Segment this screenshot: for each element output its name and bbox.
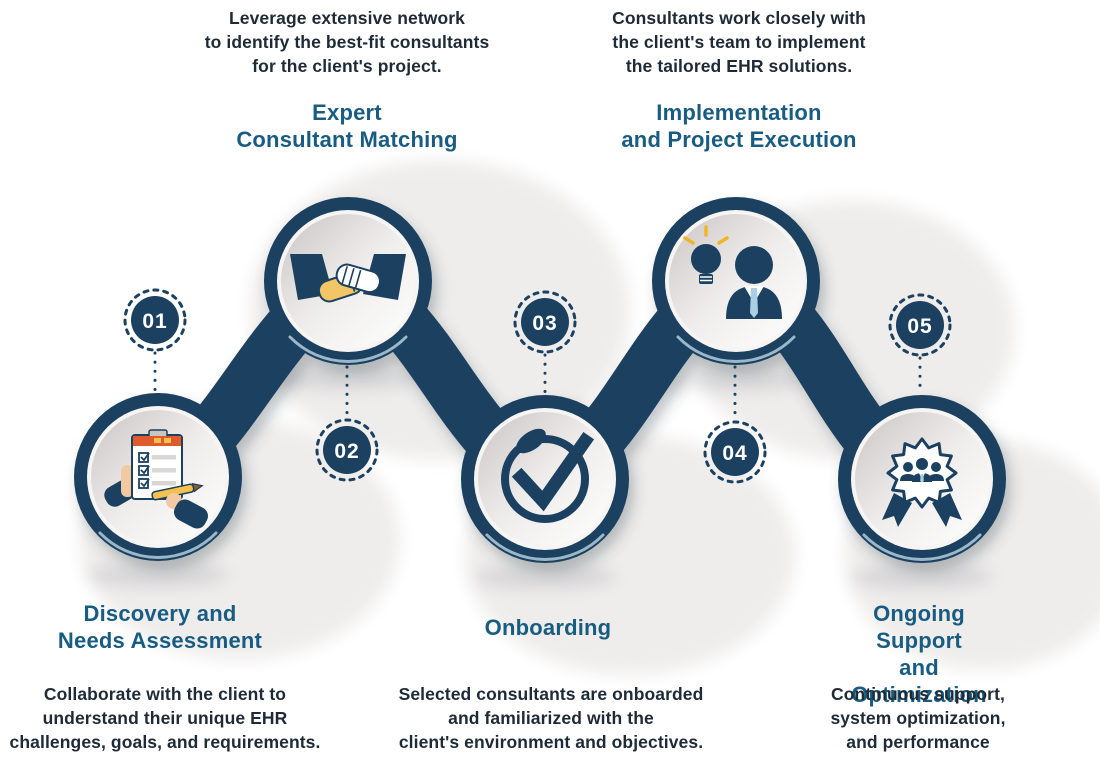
handshake-icon: [290, 254, 406, 303]
ring-bottom-highlights: [98, 335, 982, 561]
award-icon: [882, 437, 962, 527]
step-4-description: Consultants work closely with the client…: [612, 8, 866, 76]
badge-01-number: 01: [142, 310, 167, 333]
badge-04-number: 04: [722, 442, 747, 465]
badge-01: 01: [123, 288, 187, 393]
checkmark-icon: [501, 428, 595, 523]
badge-02-number: 02: [334, 440, 359, 463]
step-2-description: Leverage extensive network to identify t…: [204, 8, 490, 76]
badge-03: 03: [513, 290, 577, 395]
step-2-title: Expert Consultant Matching: [236, 100, 458, 152]
step-1-description: Collaborate with the client to understan…: [9, 684, 321, 752]
checklist-icon: [104, 429, 209, 529]
badge-02: 02: [315, 365, 379, 482]
step-4-title: Implementation and Project Execution: [621, 100, 857, 152]
step-5-title: Ongoing Support and Optimization: [851, 601, 987, 707]
step-badges: 01 02 03 04: [123, 288, 952, 484]
badge-05: 05: [888, 293, 952, 395]
step-3-description: Selected consultants are onboarded and f…: [398, 684, 704, 752]
badge-04: 04: [703, 365, 767, 484]
person-idea-icon: [683, 225, 782, 319]
step-1-title: Discovery and Needs Assessment: [57, 601, 263, 653]
step-5-description: Continuous support, system optimization,…: [830, 684, 1006, 757]
badge-03-number: 03: [532, 312, 557, 335]
step-3-title: Onboarding: [484, 615, 612, 640]
badge-05-number: 05: [907, 315, 932, 338]
